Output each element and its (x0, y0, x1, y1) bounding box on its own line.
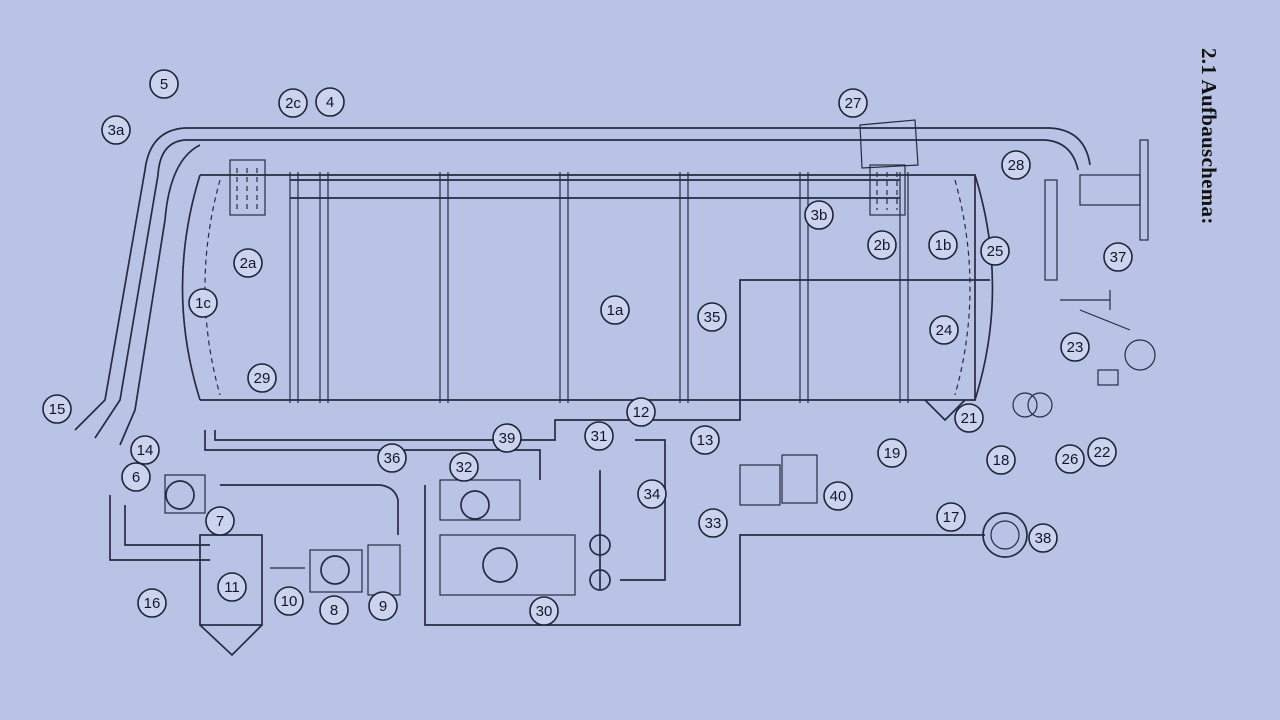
callout-36: 36 (377, 443, 407, 473)
svg-text:8: 8 (330, 602, 338, 619)
callout-19: 19 (877, 438, 907, 468)
callout-35: 35 (697, 302, 727, 332)
callout-38: 38 (1028, 523, 1058, 553)
svg-text:24: 24 (936, 322, 953, 339)
svg-text:14: 14 (137, 442, 154, 459)
callout-31: 31 (584, 421, 614, 451)
svg-text:33: 33 (705, 515, 722, 532)
svg-text:30: 30 (536, 603, 553, 620)
svg-text:2b: 2b (874, 237, 891, 254)
upper-pipes (74, 127, 1091, 446)
pumps (164, 454, 1028, 657)
svg-text:23: 23 (1067, 339, 1084, 356)
callout-39: 39 (492, 423, 522, 453)
svg-text:39: 39 (499, 430, 516, 447)
svg-text:19: 19 (884, 445, 901, 462)
svg-text:1a: 1a (607, 302, 624, 319)
callout-40: 40 (823, 481, 853, 511)
callout-12: 12 (626, 397, 656, 427)
callout-30: 30 (529, 596, 559, 626)
svg-text:16: 16 (144, 595, 161, 612)
svg-text:7: 7 (216, 513, 224, 530)
callout-25: 25 (980, 236, 1010, 266)
callout-11: 11 (217, 572, 247, 602)
svg-text:28: 28 (1008, 157, 1025, 174)
callout-1a: 1a (600, 295, 630, 325)
callout-13: 13 (690, 425, 720, 455)
callout-3a: 3a (101, 115, 131, 145)
callout-1c: 1c (188, 288, 218, 318)
svg-text:37: 37 (1110, 249, 1127, 266)
svg-text:22: 22 (1094, 444, 1111, 461)
callout-23: 23 (1060, 332, 1090, 362)
callout-17: 17 (936, 502, 966, 532)
svg-text:6: 6 (132, 469, 140, 486)
callout-9: 9 (368, 591, 398, 621)
callout-29: 29 (247, 363, 277, 393)
svg-text:5: 5 (160, 76, 168, 93)
callout-16: 16 (137, 588, 167, 618)
callout-27: 27 (838, 88, 868, 118)
callout-10: 10 (274, 586, 304, 616)
svg-text:17: 17 (943, 509, 960, 526)
callout-8: 8 (319, 595, 349, 625)
callout-2a: 2a (233, 248, 263, 278)
callout-34: 34 (637, 479, 667, 509)
svg-text:34: 34 (644, 486, 661, 503)
callout-1b: 1b (928, 230, 958, 260)
svg-text:13: 13 (697, 432, 714, 449)
svg-text:18: 18 (993, 452, 1010, 469)
svg-text:29: 29 (254, 370, 271, 387)
svg-text:3a: 3a (108, 122, 125, 139)
callout-5: 5 (149, 69, 179, 99)
svg-text:38: 38 (1035, 530, 1052, 547)
svg-text:32: 32 (456, 459, 473, 476)
svg-text:1c: 1c (195, 295, 211, 312)
svg-text:1b: 1b (935, 237, 952, 254)
section-heading: 2.1 Aufbauschema: (1197, 48, 1221, 225)
svg-text:15: 15 (49, 401, 66, 418)
lower-pipes (109, 279, 990, 626)
callout-32: 32 (449, 452, 479, 482)
svg-text:35: 35 (704, 309, 721, 326)
callout-18: 18 (986, 445, 1016, 475)
svg-text:12: 12 (633, 404, 650, 421)
svg-text:11: 11 (224, 579, 240, 596)
callout-7: 7 (205, 506, 235, 536)
right-end-equipment (1012, 139, 1156, 418)
callout-33: 33 (698, 508, 728, 538)
svg-text:21: 21 (961, 410, 978, 427)
svg-text:2a: 2a (240, 255, 257, 272)
callout-4: 4 (315, 87, 345, 117)
callout-26: 26 (1055, 444, 1085, 474)
svg-text:3b: 3b (811, 207, 828, 224)
callout-2b: 2b (867, 230, 897, 260)
callout-21: 21 (954, 403, 984, 433)
svg-text:31: 31 (591, 428, 608, 445)
svg-text:36: 36 (384, 450, 401, 467)
svg-text:10: 10 (281, 593, 298, 610)
svg-text:40: 40 (830, 488, 847, 505)
callout-2c: 2c (278, 88, 308, 118)
svg-text:4: 4 (326, 94, 334, 111)
callout-6: 6 (121, 462, 151, 492)
callout-15: 15 (42, 394, 72, 424)
svg-text:26: 26 (1062, 451, 1079, 468)
callout-22: 22 (1087, 437, 1117, 467)
callout-14: 14 (130, 435, 160, 465)
svg-text:25: 25 (987, 243, 1004, 260)
callout-37: 37 (1103, 242, 1133, 272)
filter-vessels (229, 119, 919, 216)
callout-24: 24 (929, 315, 959, 345)
callout-28: 28 (1001, 150, 1031, 180)
svg-text:2c: 2c (285, 95, 301, 112)
svg-text:9: 9 (379, 598, 387, 615)
callout-3b: 3b (804, 200, 834, 230)
main-tank (181, 172, 994, 422)
svg-text:27: 27 (845, 95, 862, 112)
